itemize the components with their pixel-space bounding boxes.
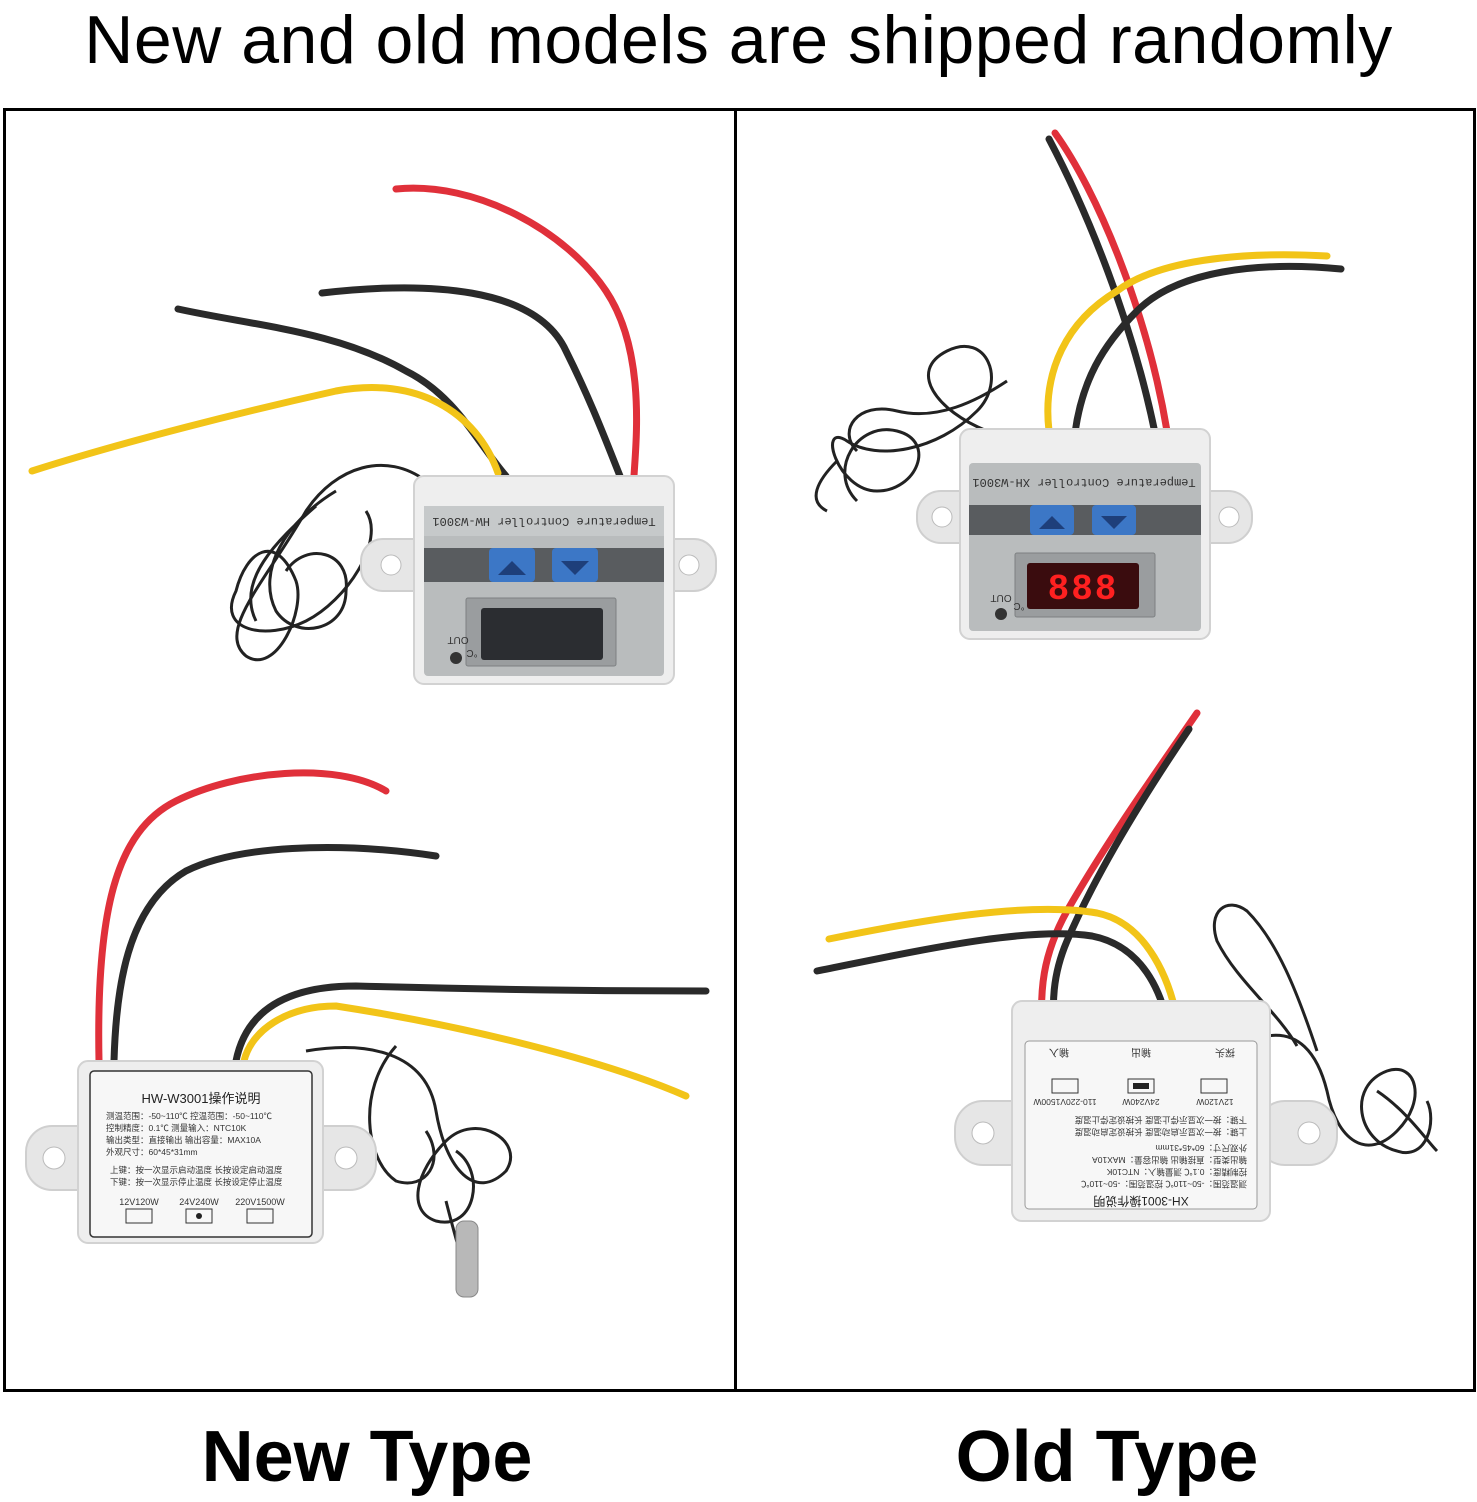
old-jumper-box <box>1200 1078 1228 1094</box>
new-back-label-panel <box>89 1070 313 1238</box>
old-display-digits: 888 <box>1048 569 1119 610</box>
new-type-photo: Temperature Controller HW-W3001 OUT °C H… <box>25 184 717 1298</box>
new-probe-tip <box>455 1220 479 1298</box>
new-front-label: Temperature Controller HW-W3001 <box>432 514 655 528</box>
old-type-caption: Old Type <box>955 1417 1259 1497</box>
new-power-option: 220V1500W <box>235 1197 285 1207</box>
old-spec-line: 测温范围：-50~110℃ 控温范围：-50~110℃ <box>1081 1179 1247 1189</box>
new-out-led <box>450 652 462 664</box>
down-arrow-icon <box>1101 516 1127 529</box>
old-spec-line: 输出类型：直接输出 输出容量：MAX10A <box>1092 1155 1247 1165</box>
headline: New and old models are shipped randomly <box>84 2 1393 78</box>
old-power-option: 12V120W <box>1196 1097 1233 1107</box>
new-front-strip <box>424 548 664 582</box>
old-front-strip <box>969 505 1201 535</box>
old-terminal-label: 输出 <box>1131 1046 1151 1059</box>
old-type-photo: Temperature Controller XH-W3001 888 OUT … <box>813 129 1439 1222</box>
old-power-option: 24V240W <box>1122 1097 1159 1107</box>
down-arrow-icon <box>561 561 589 575</box>
old-unit-label: °C <box>1013 600 1024 611</box>
new-back-wires <box>95 769 710 1100</box>
old-key-line: 上键：按一次显示启动温度 长按设定启动温度 <box>1074 1127 1247 1137</box>
old-key-line: 下键：按一次显示停止温度 长按设定停止温度 <box>1074 1115 1247 1125</box>
old-terminal-label: 输入 <box>1049 1046 1069 1059</box>
old-front-unit: Temperature Controller XH-W3001 888 OUT … <box>916 428 1253 640</box>
old-power-option: 110-220V1500W <box>1033 1097 1096 1107</box>
new-front-wires <box>28 184 641 480</box>
old-front-wires <box>1044 129 1345 437</box>
up-arrow-icon <box>1039 516 1065 529</box>
new-jumper-box <box>125 1208 153 1224</box>
new-spec-line: 控制精度：0.1℃ 测量输入：NTC10K <box>106 1123 247 1133</box>
new-out-label: OUT <box>447 634 468 645</box>
new-front-probe-cable <box>229 464 427 661</box>
comparison-frame <box>3 108 1476 1392</box>
new-power-option: 24V240W <box>179 1197 219 1207</box>
new-display <box>481 608 603 660</box>
old-out-led <box>995 608 1007 620</box>
old-jumper-box <box>1051 1078 1079 1094</box>
old-display <box>1027 563 1139 609</box>
new-back-unit: HW-W3001操作说明 测温范围：-50~110℃ 控温范围：-50~110℃… <box>25 1060 377 1244</box>
old-out-label: OUT <box>990 592 1011 603</box>
old-terminal-label: 探头 <box>1215 1046 1235 1059</box>
new-back-title: HW-W3001操作说明 <box>142 1091 261 1106</box>
old-back-unit: XH-3001操作说明 测温范围：-50~110℃ 控温范围：-50~110℃ … <box>954 1000 1338 1222</box>
old-front-probe-cable <box>814 344 1008 513</box>
new-key-line: 下键：按一次显示停止温度 长按设定停止温度 <box>110 1177 283 1187</box>
new-jumper-box <box>246 1208 274 1224</box>
new-unit-label: °C <box>466 647 477 658</box>
old-spec-line: 控制精度：0.1℃ 测量输入：NTC10K <box>1106 1167 1247 1177</box>
up-arrow-icon <box>498 561 526 575</box>
new-key-line: 上键：按一次显示启动温度 长按设定启动温度 <box>110 1165 283 1175</box>
new-spec-line: 外观尺寸：60*45*31mm <box>106 1147 198 1157</box>
old-back-wires <box>813 709 1201 1035</box>
old-jumper-box <box>1127 1078 1155 1094</box>
old-back-probe-cable <box>1212 903 1439 1155</box>
old-back-title: XH-3001操作说明 <box>1093 1194 1188 1209</box>
new-spec-line: 输出类型：直接输出 输出容量：MAX10A <box>106 1135 261 1145</box>
new-spec-line: 测温范围：-50~110℃ 控温范围：-50~110℃ <box>106 1111 272 1121</box>
old-front-label: Temperature Controller XH-W3001 <box>972 475 1195 489</box>
old-type-panel: Temperature Controller XH-W3001 888 OUT … <box>737 111 1470 1389</box>
new-front-unit: Temperature Controller HW-W3001 OUT °C <box>360 475 717 685</box>
old-back-label-panel <box>1024 1040 1258 1210</box>
old-spec-line: 外观尺寸：60*45*31mm <box>1155 1143 1247 1153</box>
new-type-caption: New Type <box>201 1417 533 1497</box>
new-jumper-box <box>185 1208 213 1224</box>
new-power-option: 12V120W <box>119 1197 159 1207</box>
panel-divider <box>734 108 737 1392</box>
new-type-panel: Temperature Controller HW-W3001 OUT °C H… <box>6 111 734 1389</box>
